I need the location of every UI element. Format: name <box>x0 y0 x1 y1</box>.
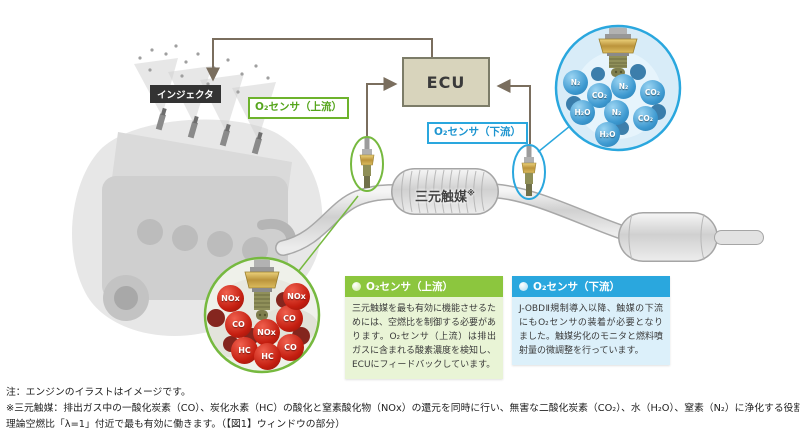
upstream-inset-link <box>297 195 359 273</box>
bullet-icon <box>519 282 528 291</box>
bullet-icon <box>352 282 361 291</box>
molecule-co: CO <box>225 311 252 338</box>
upstream-panel-title: O₂センサ（上流） <box>366 281 454 293</box>
catalyst-label: 三元触媒※ <box>415 186 475 205</box>
upstream-description-panel: O₂センサ（上流） 三元触媒を最も有効に機能させるためには、空燃比を制御する必要… <box>345 276 503 379</box>
molecule-nox: NOx <box>217 285 244 312</box>
molecule-n2: N₂ <box>563 70 588 95</box>
ecu-box: ECU <box>402 57 490 107</box>
upstream-panel-body: 三元触媒を最も有効に機能させるためには、空燃比を制御する必要があります。O₂セン… <box>345 297 503 379</box>
downstream-highlight-ring <box>512 144 546 200</box>
downstream-panel-header: O₂センサ（下流） <box>512 276 670 297</box>
upstream-highlight-ring <box>350 136 384 192</box>
footnote-engine-note: 注：エンジンのイラストはイメージです。 <box>6 387 191 398</box>
molecule-nox: NOx <box>253 319 280 346</box>
catalyst-footnote-ref: ※ <box>467 188 475 198</box>
downstream-description-panel: O₂センサ（下流） J-OBDⅡ規制導入以降、触媒の下流にもO₂センサの装着が必… <box>512 276 670 365</box>
molecule-n2: N₂ <box>611 74 636 99</box>
molecule-co: CO <box>277 334 304 361</box>
downstream-inset-link <box>537 125 571 153</box>
molecule-co2: CO₂ <box>633 106 658 131</box>
footnote-catalyst-note: ※三元触媒：排出ガス中の一酸化炭素（CO）、炭化水素（HC）の酸化と窒素酸化物（… <box>6 403 800 414</box>
inset-sensor-tip-upstream <box>244 259 280 320</box>
molecule-h2o: H₂O <box>570 100 595 125</box>
upstream-sensor-tag: O₂センサ（上流） <box>248 97 350 119</box>
footnote-lambda-note: 理論空燃比「λ=1」付近で最も有効に働きます。（【図1】ウィンドウの部分） <box>6 419 345 430</box>
downstream-panel-title: O₂センサ（下流） <box>533 281 621 293</box>
molecule-n2: N₂ <box>604 100 629 125</box>
exhaust-system <box>275 168 764 262</box>
molecule-hc: HC <box>254 343 281 370</box>
signal-arrows <box>206 38 531 144</box>
injector-label: インジェクタ <box>150 85 221 103</box>
molecule-nox: NOx <box>283 283 310 310</box>
molecule-co2: CO₂ <box>640 80 665 105</box>
downstream-panel-body: J-OBDⅡ規制導入以降、触媒の下流にもO₂センサの装着が必要となりました。触媒… <box>512 297 670 365</box>
downstream-sensor-tag: O₂センサ（下流） <box>427 122 529 144</box>
upstream-panel-header: O₂センサ（上流） <box>345 276 503 297</box>
catalyst-text: 三元触媒 <box>415 190 468 205</box>
downstream-o2-sensor <box>521 146 537 196</box>
upstream-o2-sensor <box>359 138 375 188</box>
molecule-hc: HC <box>231 337 258 364</box>
molecule-h2o: H₂O <box>595 122 620 147</box>
